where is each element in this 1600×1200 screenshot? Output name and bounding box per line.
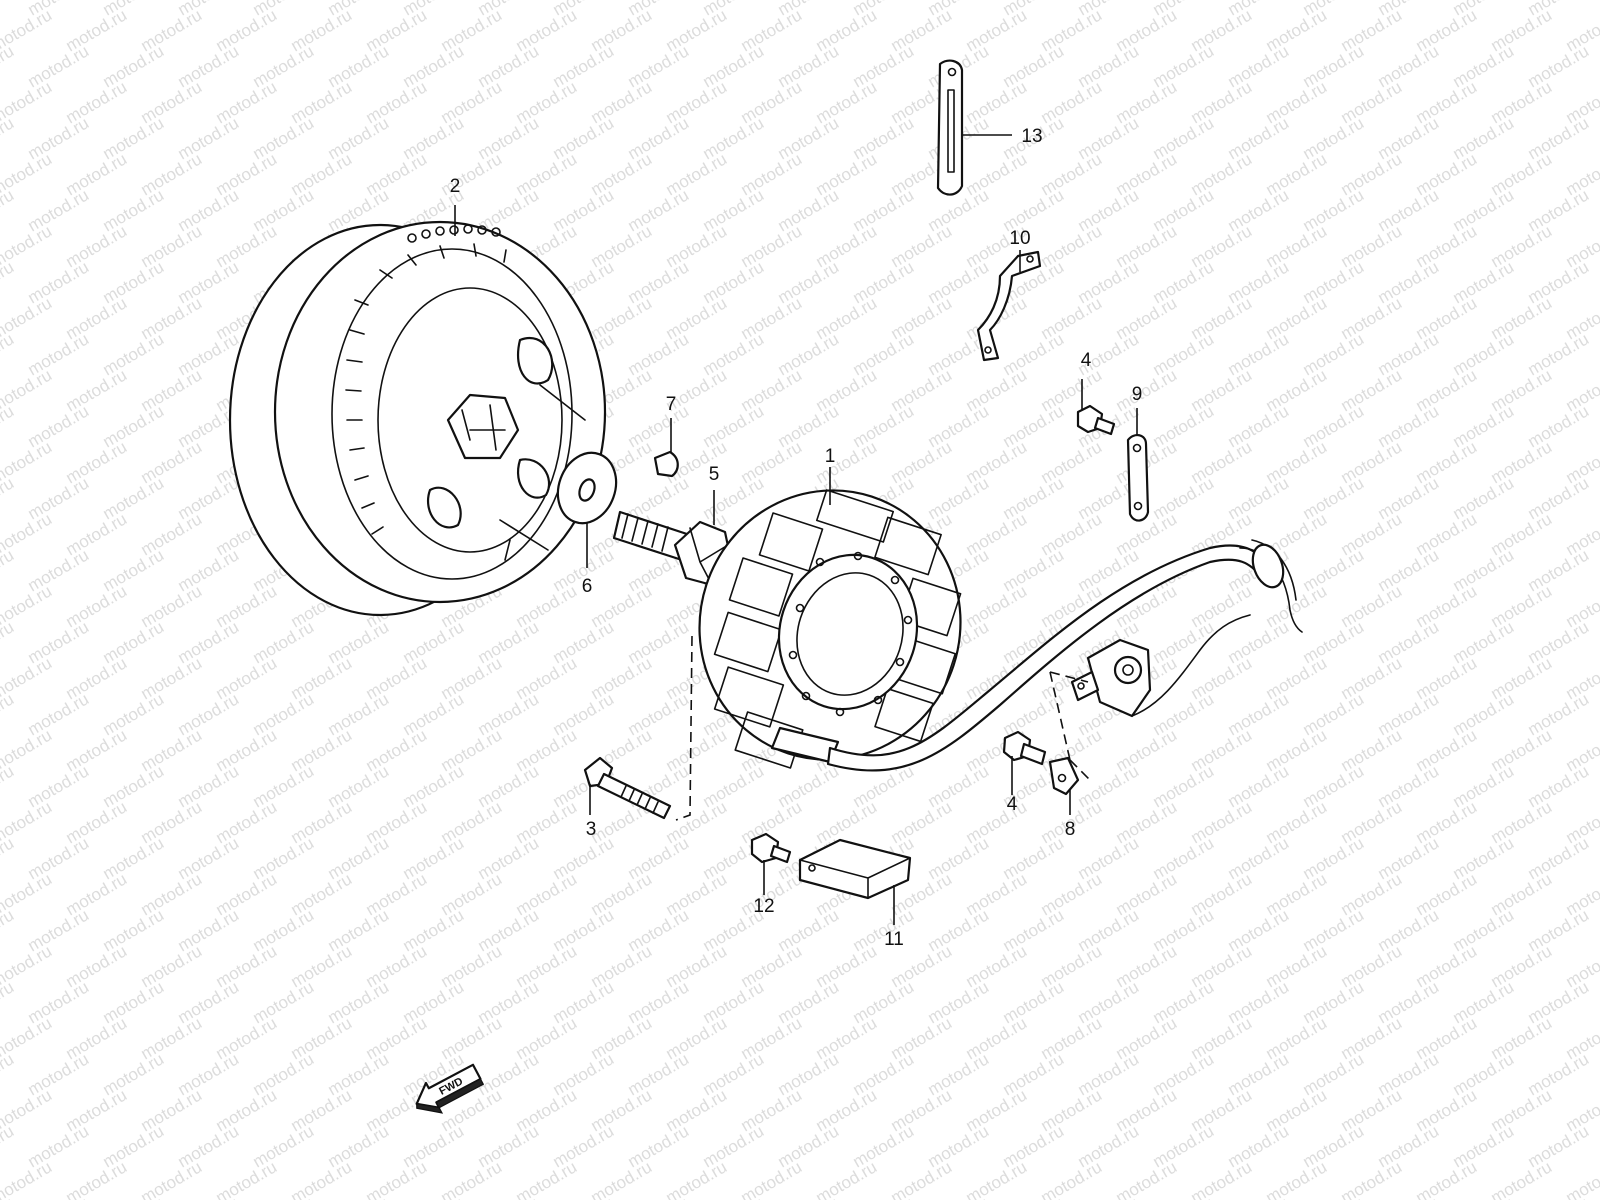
watermark-text: motod.ru — [0, 1157, 55, 1200]
screw-cover — [750, 832, 792, 864]
watermark-text: motod.ru — [0, 977, 17, 1027]
watermark-text: motod.ru — [1375, 1193, 1443, 1200]
watermark-text: motod.ru — [1188, 1157, 1256, 1200]
watermark-text: motod.ru — [250, 1193, 318, 1200]
callout-9: 9 — [1132, 384, 1143, 405]
watermark-text: motod.ru — [738, 1157, 806, 1200]
callout-1: 1 — [825, 446, 836, 467]
watermark-text: motod.ru — [1450, 1193, 1518, 1200]
watermark-text: motod.ru — [588, 1157, 656, 1200]
watermark-text: motod.ru — [0, 689, 17, 739]
callout-5: 5 — [709, 464, 720, 485]
callout-10: 10 — [1009, 228, 1030, 249]
watermark-text: motod.ru — [663, 1157, 731, 1200]
watermark-text: motod.ru — [0, 905, 17, 955]
watermark-text: motod.ru — [1300, 1193, 1368, 1200]
watermark-text: motod.ru — [1000, 1193, 1068, 1200]
callout-11: 11 — [884, 929, 904, 950]
watermark-text: motod.ru — [0, 545, 17, 595]
watermark-text: motod.ru — [1038, 1157, 1106, 1200]
watermark-text: motod.ru — [813, 1157, 881, 1200]
watermark-text: motod.ru — [1488, 1157, 1556, 1200]
callout-4-lower: 4 — [1007, 794, 1018, 815]
watermark-text: motod.ru — [1113, 1157, 1181, 1200]
watermark-text: motod.ru — [850, 1193, 918, 1200]
callout-13: 13 — [1021, 126, 1042, 147]
watermark-text: motod.ru — [888, 1157, 956, 1200]
callout-6: 6 — [582, 576, 593, 597]
watermark-text: motod.ru — [475, 1193, 543, 1200]
watermark-text: motod.ru — [0, 473, 17, 523]
watermark-text: motod.ru — [0, 1121, 17, 1171]
watermark-text: motod.ru — [625, 1193, 693, 1200]
callout-3: 3 — [586, 819, 597, 840]
watermark-text: motod.ru — [775, 1193, 843, 1200]
watermark-text: motod.ru — [400, 1193, 468, 1200]
watermark-text: motod.ru — [1338, 1157, 1406, 1200]
watermark-text: motod.ru — [0, 185, 17, 235]
watermark-text: motod.ru — [138, 1157, 206, 1200]
watermark-text: motod.ru — [0, 113, 17, 163]
watermark-text: motod.ru — [0, 0, 17, 19]
callout-8: 8 — [1065, 819, 1076, 840]
callout-7: 7 — [666, 394, 677, 415]
watermark-text: motod.ru — [175, 1193, 243, 1200]
watermark-text: motod.ru — [0, 761, 17, 811]
watermark-text: motod.ru — [0, 401, 17, 451]
watermark-text: motod.ru — [363, 1157, 431, 1200]
watermark-text: motod.ru — [0, 1049, 17, 1099]
clamp-upper — [1126, 434, 1150, 522]
callout-4-upper: 4 — [1081, 350, 1092, 371]
watermark-text: motod.ru — [0, 41, 17, 91]
watermark-text: motod.ru — [513, 1157, 581, 1200]
watermark-text: motod.ru — [0, 617, 17, 667]
watermark-text: motod.ru — [963, 1157, 1031, 1200]
watermark-text: motod.ru — [700, 1193, 768, 1200]
watermark-text: motod.ru — [0, 329, 17, 379]
watermark-text: motod.ru — [0, 257, 17, 307]
watermark-text: motod.ru — [100, 1193, 168, 1200]
watermark-text: motod.ru — [1413, 1157, 1481, 1200]
callout-12: 12 — [753, 896, 774, 917]
watermark-text: motod.ru — [550, 1193, 618, 1200]
woodruff-key — [653, 450, 679, 478]
watermark-text: motod.ru — [63, 1157, 131, 1200]
strap — [936, 59, 964, 196]
watermark-text: motod.ru — [1150, 1193, 1218, 1200]
watermark-text: motod.ru — [1225, 1193, 1293, 1200]
flywheel-rotor — [228, 220, 607, 617]
watermark-text: motod.ru — [1075, 1193, 1143, 1200]
watermark-text: motod.ru — [288, 1157, 356, 1200]
watermark-text: motod.ru — [925, 1193, 993, 1200]
callout-2: 2 — [450, 176, 461, 197]
watermark-text: motod.ru — [25, 1193, 93, 1200]
watermark-text: motod.ru — [0, 833, 17, 883]
screw-lower — [1002, 730, 1047, 766]
watermark-text: motod.ru — [438, 1157, 506, 1200]
watermark-text: motod.ru — [213, 1157, 281, 1200]
watermark-text: motod.ru — [1263, 1157, 1331, 1200]
watermark-text: motod.ru — [1525, 1193, 1593, 1200]
watermark-text: motod.ru — [325, 1193, 393, 1200]
